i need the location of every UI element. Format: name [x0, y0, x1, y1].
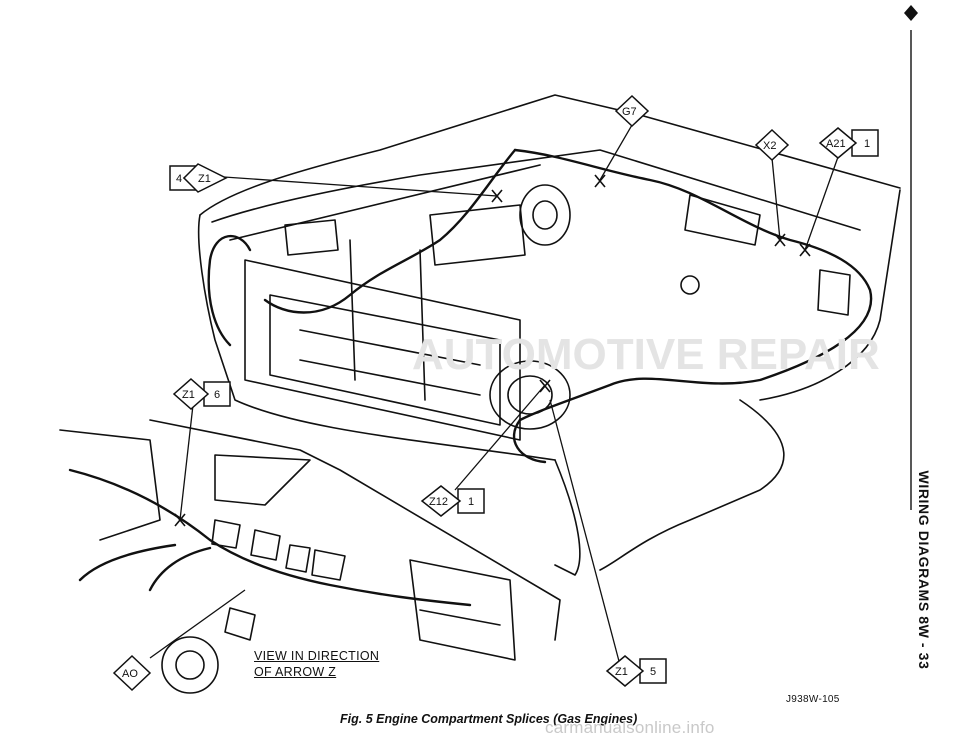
tag-z12-num: 1 [468, 496, 474, 508]
tag-x2: X2 [754, 128, 790, 162]
tag-z1-top: 4 Z1 [169, 163, 228, 193]
side-title-box: WIRING DIAGRAMS 8W - 33 [894, 420, 954, 720]
tag-z1-bot-code: Z1 [615, 666, 628, 678]
tag-g7: G7 [614, 94, 650, 128]
tag-z1-top-num: 4 [176, 173, 182, 185]
view-caption-line-1: VIEW IN DIRECTION [254, 649, 380, 663]
part-number: J938W-105 [786, 694, 840, 705]
tag-z12: Z12 1 [420, 485, 485, 517]
harness-main [513, 148, 873, 422]
tag-z1-top-code: Z1 [198, 173, 211, 185]
tag-z1-mid-num: 6 [214, 389, 220, 401]
tag-x2-code: X2 [763, 140, 776, 152]
tag-z1-bot-num: 5 [650, 666, 656, 678]
figure-caption: Fig. 5 Engine Compartment Splices (Gas E… [340, 712, 638, 726]
side-title: WIRING DIAGRAMS 8W - 33 [916, 470, 932, 670]
tag-a21: A21 1 [818, 127, 879, 159]
inset-view-z [149, 419, 561, 641]
footer-url[interactable]: carmanualsonline.info [545, 718, 715, 737]
view-caption-line-2: OF ARROW Z [254, 665, 337, 679]
tag-a21-code: A21 [826, 138, 846, 150]
tag-z1-bot: Z1 5 [605, 655, 667, 687]
fender-outline [199, 94, 901, 216]
tag-a21-num: 1 [864, 138, 870, 150]
harness-inset [68, 468, 472, 607]
tag-g7-code: G7 [622, 106, 637, 118]
tag-z1-mid-code: Z1 [182, 389, 195, 401]
tag-z1-mid: Z1 6 [172, 377, 231, 411]
watermark: AUTOMOTIVE REPAIR [412, 330, 880, 379]
tag-z12-code: Z12 [429, 496, 448, 508]
tag-ao-code: AO [122, 668, 138, 680]
view-caption: VIEW IN DIRECTION OF ARROW Z [254, 648, 379, 680]
margin-diamond-icon [904, 5, 918, 21]
headlamp-socket [489, 360, 571, 430]
tag-ao: AO [112, 654, 152, 692]
radiator-support [244, 259, 521, 441]
